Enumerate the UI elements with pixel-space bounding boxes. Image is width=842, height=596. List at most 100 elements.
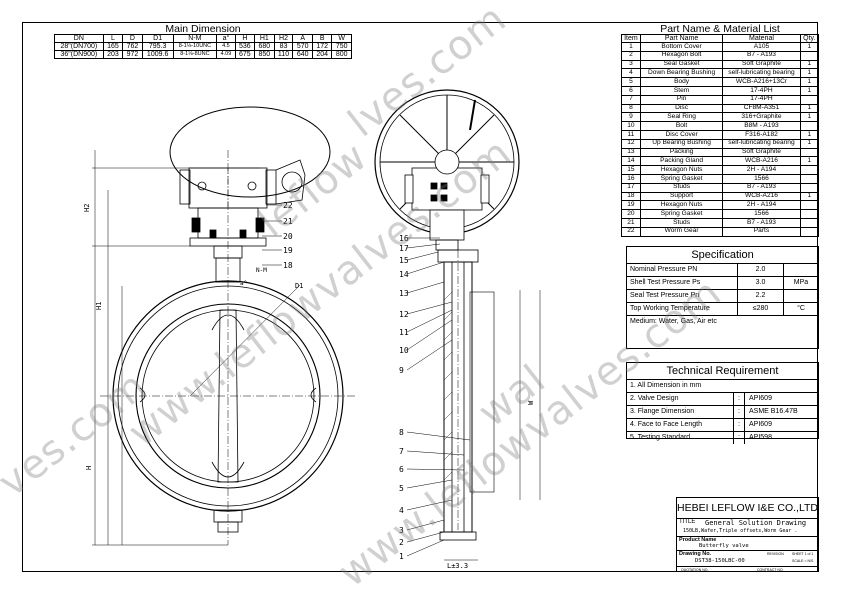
spec-row: Nominal Pressure PN 2.0: [627, 264, 818, 277]
req-row: 4. Face to Face Length : API609: [627, 419, 818, 432]
req-sep: :: [734, 406, 745, 418]
section-hatching: [443, 291, 453, 481]
spec-row: Top Working Temperature ≤280 °C: [627, 303, 818, 316]
table-cell: 204: [311, 50, 333, 59]
disc-hub: [217, 309, 239, 483]
contract-label: CONTRACT NO.: [757, 568, 784, 572]
scale-label: SCALE = N/S: [792, 559, 814, 563]
req-row: 3. Flange Dimension : ASME B16.47B: [627, 406, 818, 419]
table-cell: 800: [331, 50, 352, 59]
callout-number: 8: [399, 428, 404, 437]
spec-value: 2.2: [738, 290, 784, 302]
spec-medium: Medium: Water, Gas, Air etc: [630, 318, 717, 325]
disc-section: [469, 291, 495, 493]
callout-number: 7: [399, 447, 404, 456]
table-cell: 1009.6: [141, 50, 174, 59]
callout-number: 17: [399, 244, 409, 253]
bottom-cover: [439, 531, 477, 541]
gearbox-side: [179, 169, 191, 205]
req-sep: :: [734, 432, 745, 444]
gearbox-hub: [434, 149, 460, 175]
parts-list-title: Part Name & Material List: [660, 23, 780, 35]
spec-unit: °C: [797, 305, 805, 312]
quotation-label: QUOTATION NO.: [681, 568, 709, 572]
support-neck: [435, 239, 459, 251]
dim-label: N-M: [256, 267, 267, 274]
dim-label: W: [527, 400, 535, 405]
drawing-row: Drawing No. DST38-150LBC-00 REVISION SHE…: [677, 551, 818, 567]
spec-row: Medium: Water, Gas, Air etc: [627, 316, 818, 328]
drawing-value: DST38-150LBC-00: [695, 558, 745, 564]
req-sep: :: [734, 419, 745, 431]
support-bolts: [191, 217, 265, 239]
req-row: 2. Valve Design : API609: [627, 393, 818, 406]
technical-requirement-box: Technical Requirement 1. All Dimension i…: [626, 362, 819, 444]
callout-number: 18: [283, 261, 293, 270]
table-cell: 850: [254, 50, 275, 59]
company-name: HEBEI LEFLOW I&E CO.,LTD: [677, 498, 818, 519]
dim-label: D1: [295, 282, 303, 290]
dim-label: H1: [95, 302, 103, 310]
gearbox-boss: [281, 171, 303, 193]
side-view: [374, 89, 541, 561]
drawing-text: H2 H1 H D1 N-M a° 22 21 20 19 18 16 17 1…: [83, 201, 535, 570]
dim-label: H2: [83, 204, 91, 212]
callout-number: 20: [283, 232, 293, 241]
req-value: API598: [749, 434, 772, 441]
spec-row: Shell Test Pressure Ps 3.0 MPa: [627, 277, 818, 290]
req-value: API609: [749, 421, 772, 428]
main-dimension-table: DN L D D1 N-M a° H H1 H2 A B W 28"(DN700…: [54, 34, 352, 59]
spec-value: 2.0: [738, 264, 784, 276]
req-label: 2. Valve Design: [627, 393, 734, 405]
req-row: 1. All Dimension in mm: [627, 380, 818, 393]
revision-label: REVISION: [767, 552, 784, 556]
technical-requirement-title: Technical Requirement: [627, 363, 818, 380]
table-cell: Worm Gear: [639, 226, 724, 237]
sheet-label: SHEET 1 of 1: [792, 552, 814, 556]
callout-number: 6: [399, 465, 404, 474]
support-body: [429, 209, 465, 241]
drawing-label: Drawing No.: [679, 551, 712, 557]
disc-rib: [211, 314, 245, 331]
specification-box: Specification Nominal Pressure PN 2.0 Sh…: [626, 246, 819, 349]
req-label: 5. Testing Standard: [627, 432, 734, 444]
req-label: 3. Flange Dimension: [627, 406, 734, 418]
dim-label: a°: [240, 280, 247, 287]
dim-label: L±3.3: [447, 562, 468, 570]
callout-number: 1: [399, 552, 404, 561]
table-cell: 972: [122, 50, 143, 59]
handwheel-handle: [469, 99, 476, 131]
spec-value: 3.0: [738, 277, 784, 289]
gearbox-bolt: [197, 181, 207, 191]
spec-label: Nominal Pressure PN: [627, 264, 738, 276]
quotation-row: QUOTATION NO. CONTRACT NO.: [677, 567, 818, 575]
header-cell: Qty.: [799, 34, 820, 43]
gearbox-side: [480, 174, 490, 204]
dim-label: H: [85, 466, 93, 470]
callout-number: 10: [399, 346, 409, 355]
gearbox-housing: [275, 159, 306, 205]
spec-row: Seal Test Pressure Pn 2.2: [627, 290, 818, 303]
table-row: 36"(DN900) 203 972 1009.6 8-1⅛-8UNC 4.09…: [54, 50, 352, 59]
title-subtitle: 150LB,Wafer,Triple offsets,Worm Gear .: [683, 528, 798, 534]
spec-label: Shell Test Pressure Ps: [627, 277, 738, 289]
req-value: ASME B16.47B: [749, 408, 798, 415]
callout-number: 9: [399, 366, 404, 375]
req-label: 4. Face to Face Length: [627, 419, 734, 431]
body-lug: [310, 387, 317, 403]
callout-number: 19: [283, 246, 293, 255]
table-header-row: Item Part Name Material Qty.: [621, 34, 820, 43]
callout-number: 12: [399, 310, 409, 319]
front-view: [92, 106, 355, 546]
title-value: General Solution Drawing: [705, 519, 807, 527]
callout-number: 15: [399, 256, 409, 265]
callout-number: 14: [399, 270, 409, 279]
gearbox-side: [265, 169, 277, 205]
title-row: TITLE General Solution Drawing 150LB,Waf…: [677, 519, 818, 537]
handwheel-rim: [169, 106, 331, 198]
req-value: API609: [749, 395, 772, 402]
